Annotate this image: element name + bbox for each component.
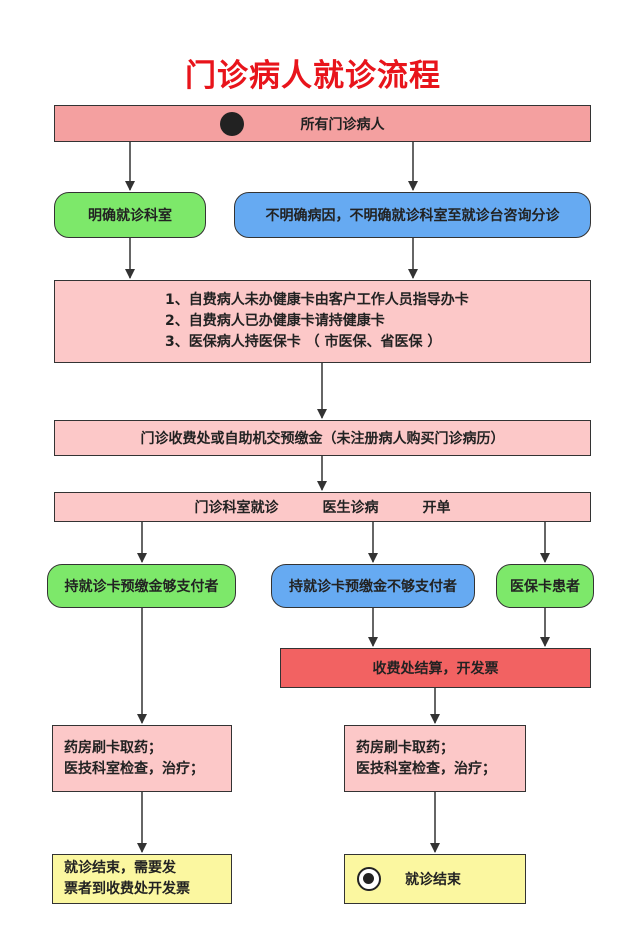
card-step-1: 1、自费病人未办健康卡由客户工作人员指导办卡 [165, 292, 469, 308]
visit-step-3: 开单 [422, 500, 451, 516]
branch-left-label: 明确就诊科室 [88, 208, 172, 224]
insurance-label: 医保卡患者 [510, 579, 580, 595]
enough-balance-node: 持就诊卡预缴金够支付者 [47, 564, 236, 608]
card-instructions: 1、自费病人未办健康卡由客户工作人员指导办卡 2、自费病人已办健康卡请持健康卡 … [54, 280, 591, 363]
end-right-node: 就诊结束 [344, 854, 526, 904]
end-left-line-1: 就诊结束，需要发 [64, 860, 176, 876]
pharmacy-left-line-1: 药房刷卡取药； [64, 739, 162, 756]
prepay-label: 门诊收费处或自助机交预缴金（未注册病人购买门诊病历） [140, 431, 505, 447]
visit-step-2: 医生诊病 [322, 500, 379, 516]
end-left-node: 就诊结束，需要发 票者到收费处开发票 [52, 854, 232, 904]
enough-label: 持就诊卡预缴金够支付者 [64, 579, 219, 595]
not-enough-label: 持就诊卡预缴金不够支付者 [289, 579, 457, 595]
branch-known-department: 明确就诊科室 [54, 192, 206, 238]
card-step-3: 3、医保病人持医保卡 （ 市医保、省医保 ） [165, 334, 442, 350]
start-label: 所有门诊病人 [300, 116, 385, 133]
branch-unknown-department: 不明确病因，不明确就诊科室至就诊台咨询分诊 [234, 192, 591, 238]
start-dot-icon [220, 112, 244, 136]
pharmacy-left-line-2: 医技科室检查，治疗； [64, 760, 204, 777]
end-left-line-2: 票者到收费处开发票 [64, 881, 190, 897]
insufficient-balance-node: 持就诊卡预缴金不够支付者 [271, 564, 475, 608]
visit-node: 门诊科室就诊 医生诊病 开单 [54, 492, 591, 522]
start-node: 所有门诊病人 [54, 105, 591, 142]
insurance-node: 医保卡患者 [496, 564, 594, 608]
prepay-node: 门诊收费处或自助机交预缴金（未注册病人购买门诊病历） [54, 420, 591, 456]
settle-node: 收费处结算，开发票 [280, 648, 591, 688]
settle-label: 收费处结算，开发票 [372, 661, 499, 677]
end-right-label: 就诊结束 [405, 872, 461, 888]
pharmacy-right-node: 药房刷卡取药； 医技科室检查，治疗； [344, 725, 526, 792]
pharmacy-left-node: 药房刷卡取药； 医技科室检查，治疗； [52, 725, 232, 792]
card-step-2: 2、自费病人已办健康卡请持健康卡 [165, 313, 385, 329]
pharmacy-right-line-2: 医技科室检查，治疗； [356, 760, 496, 777]
branch-right-label: 不明确病因，不明确就诊科室至就诊台咨询分诊 [265, 208, 560, 224]
visit-step-1: 门诊科室就诊 [194, 500, 279, 516]
end-ring-icon [357, 867, 381, 891]
pharmacy-right-line-1: 药房刷卡取药； [356, 739, 454, 756]
page-title: 门诊病人就诊流程 [185, 58, 441, 94]
